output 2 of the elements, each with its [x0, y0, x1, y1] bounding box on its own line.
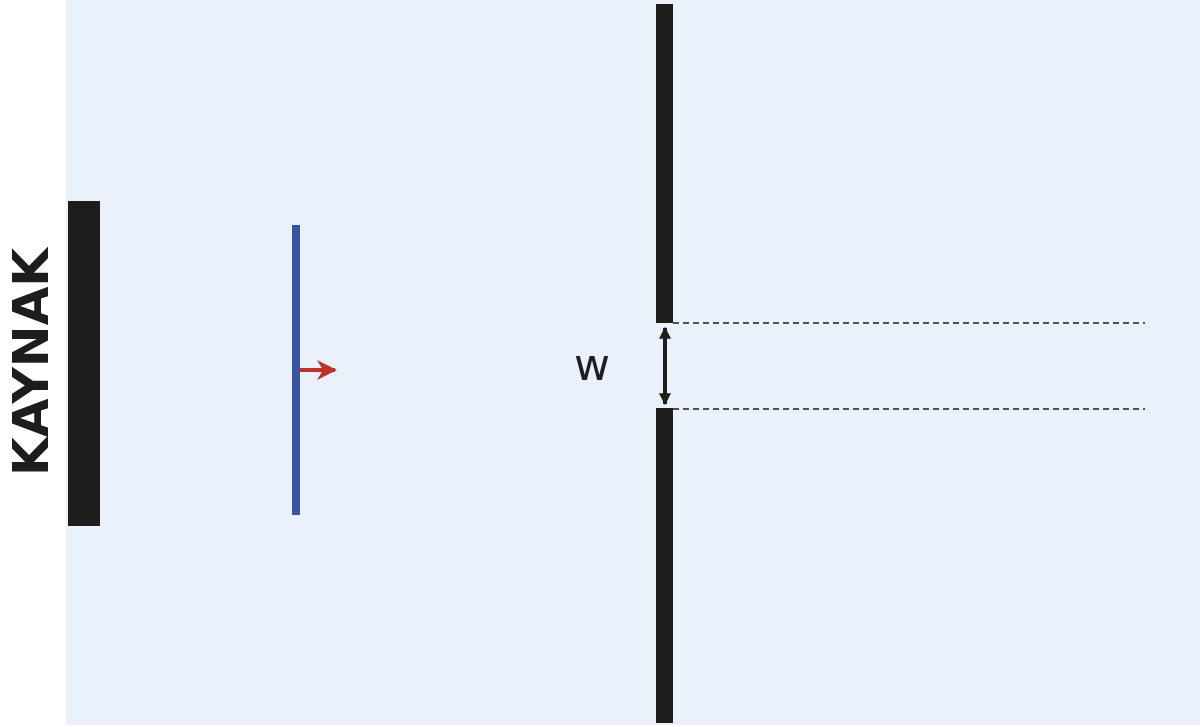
width-label: w [574, 343, 610, 387]
source-label: KAYNAK [6, 247, 56, 477]
